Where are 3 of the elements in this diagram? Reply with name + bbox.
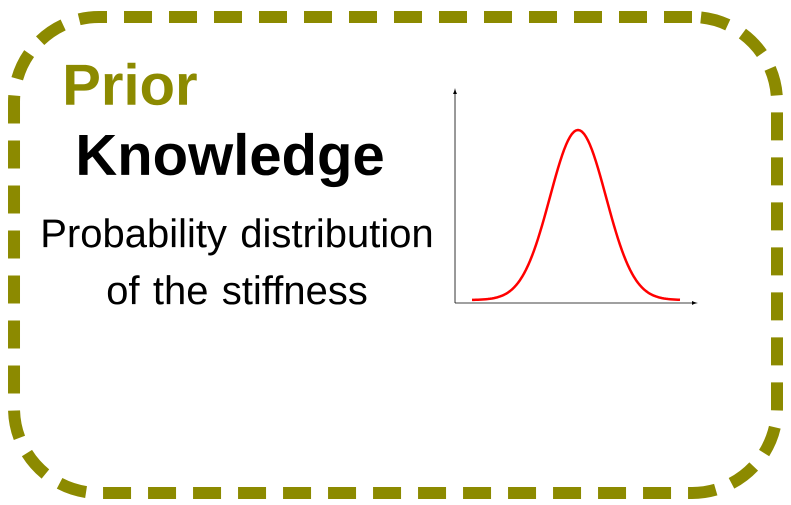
heading-text: Prior: [66, 62, 197, 106]
heading-text: Knowledge: [79, 132, 383, 188]
description-text: Probability distribution of the stiffness: [44, 218, 432, 305]
